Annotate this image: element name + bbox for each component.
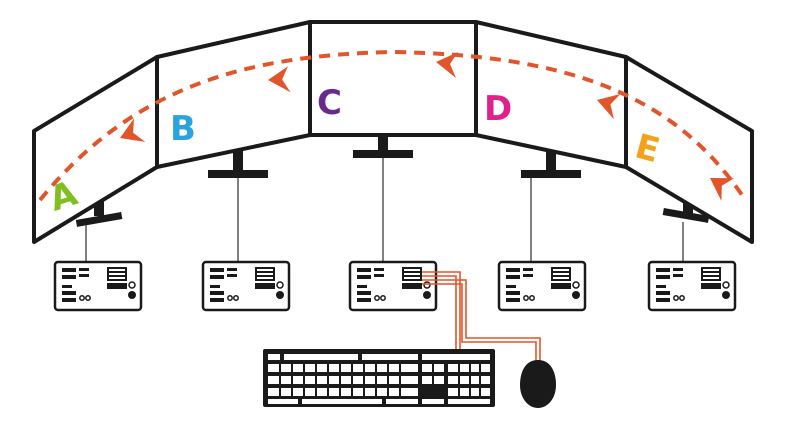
computer-c <box>348 260 438 312</box>
monitors <box>32 20 754 244</box>
computer-b <box>201 260 291 312</box>
keyboard-icon <box>263 349 495 407</box>
monitor-stands <box>75 132 710 227</box>
computer-a <box>53 260 143 312</box>
video-cables <box>85 158 684 270</box>
monitor-label-d: D <box>484 89 512 129</box>
computer-d <box>497 260 587 312</box>
computers <box>53 260 737 312</box>
usb-cables <box>422 271 541 362</box>
computer-e <box>647 260 737 312</box>
monitor-label-b: B <box>170 109 196 149</box>
mouse-icon <box>520 360 556 408</box>
monitor-label-c: C <box>317 83 342 123</box>
